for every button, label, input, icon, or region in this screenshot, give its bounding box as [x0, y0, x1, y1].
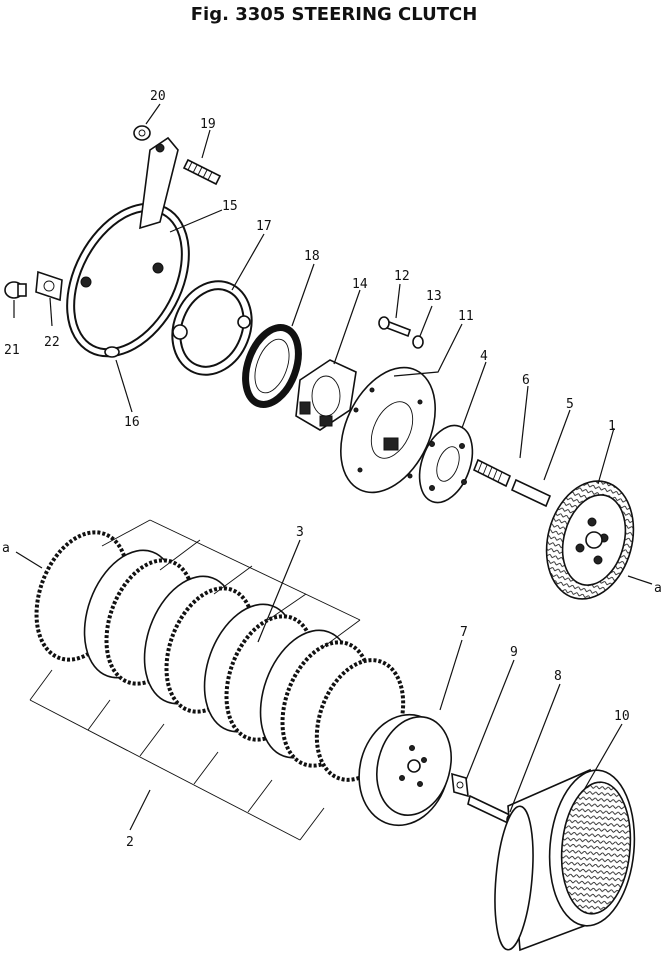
label-6: 6: [522, 373, 530, 388]
ref-a-left: a: [2, 541, 10, 556]
part-5-pin: [510, 478, 552, 508]
part-10-drum: [494, 768, 636, 952]
label-10: 10: [614, 709, 630, 724]
label-3: 3: [296, 525, 304, 540]
label-1: 1: [608, 419, 616, 434]
label-15: 15: [222, 199, 238, 214]
label-4: 4: [480, 349, 488, 364]
label-9: 9: [510, 645, 518, 660]
clutch-plate-stack: [34, 530, 406, 782]
part-labels: 20 19 15 17 18 14 12 13 11 4 6 5 1 16 21…: [2, 89, 662, 850]
figure-title: Fig. 3305 STEERING CLUTCH: [191, 4, 478, 25]
label-12: 12: [394, 269, 410, 284]
part-17-collar: [171, 280, 253, 376]
part-4-plate: [418, 424, 474, 504]
label-19: 19: [200, 117, 216, 132]
label-7: 7: [460, 625, 468, 640]
leader-lines: [13, 103, 653, 831]
part-7-pressure-plate: [358, 713, 452, 827]
label-2: 2: [126, 835, 134, 850]
part-20-nut: [133, 125, 151, 141]
label-22: 22: [44, 335, 60, 350]
label-16: 16: [124, 415, 140, 430]
part-11-disc-plate: [340, 366, 436, 494]
part-15-brake-band: [66, 136, 190, 358]
label-5: 5: [566, 397, 574, 412]
label-14: 14: [352, 277, 368, 292]
group-bracket-lines: [29, 519, 361, 841]
label-21: 21: [4, 343, 20, 358]
label-18: 18: [304, 249, 320, 264]
label-17: 17: [256, 219, 272, 234]
label-20: 20: [150, 89, 166, 104]
label-11: 11: [458, 309, 474, 324]
part-22-washer: [35, 270, 63, 302]
label-13: 13: [426, 289, 442, 304]
part-12-bolt: [378, 316, 412, 338]
part-21-bolt: [4, 281, 27, 299]
part-6-spring: [472, 458, 512, 488]
part-16-stud: [104, 346, 120, 358]
part-9-washer: [451, 772, 469, 798]
part-1-hub: [545, 480, 635, 600]
label-8: 8: [554, 669, 562, 684]
part-13-lock-washer: [412, 335, 424, 349]
part-18-bearing: [242, 324, 302, 408]
ref-a-right: a: [654, 581, 662, 596]
part-19-threaded-pin: [182, 158, 222, 186]
part-14-yoke: [295, 359, 357, 431]
